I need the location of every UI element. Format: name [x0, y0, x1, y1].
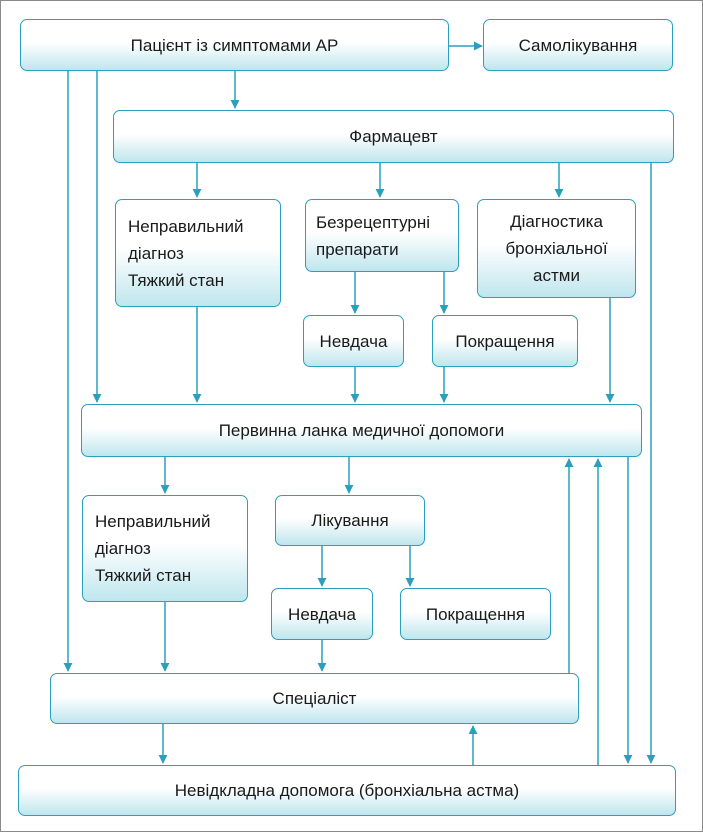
- node-primary-care-wrong-diagnosis: Неправильний діагноз Тяжкий стан: [82, 495, 248, 602]
- line-3: астми: [533, 266, 580, 285]
- line-2: препарати: [316, 239, 399, 259]
- node-primary-care-improvement-label: Покращення: [425, 604, 526, 624]
- line-1: Безрецептурні: [316, 212, 431, 232]
- line-3: Тяжкий стан: [128, 270, 225, 290]
- node-treatment-label: Лікування: [311, 511, 389, 530]
- node-primary-care: Первинна ланка медичної допомоги: [81, 404, 642, 457]
- node-asthma-diagnostics: Діагностика бронхіальної астми: [477, 199, 636, 298]
- node-emergency: Невідкладна допомога (бронхіальна астма): [18, 765, 676, 816]
- node-patient-label: Пацієнт із симптомами АР: [130, 35, 339, 55]
- node-pharmacist: Фармацевт: [113, 110, 674, 163]
- line-1: Діагностика: [510, 212, 603, 231]
- node-self-treatment: Самолікування: [483, 19, 673, 71]
- line-2: діагноз: [95, 539, 151, 558]
- node-primary-care-improvement: Покращення: [400, 588, 551, 640]
- node-specialist-label: Спеціаліст: [272, 689, 357, 708]
- node-primary-care-failure: Невдача: [271, 588, 373, 640]
- node-patient: Пацієнт із симптомами АР: [20, 19, 449, 71]
- line-3: Тяжкий стан: [95, 566, 192, 585]
- node-pharmacist-label: Фармацевт: [349, 127, 438, 146]
- line-1: Неправильний: [128, 216, 244, 236]
- node-treatment: Лікування: [275, 495, 425, 546]
- node-primary-care-failure-label: Невдача: [288, 604, 356, 624]
- line-2: діагноз: [128, 243, 184, 263]
- node-pharmacist-failure: Невдача: [303, 315, 404, 367]
- node-otc-drugs: Безрецептурні препарати: [305, 199, 459, 272]
- node-primary-care-label: Первинна ланка медичної допомоги: [218, 421, 505, 440]
- line-2: бронхіальної: [505, 239, 608, 258]
- line-1: Неправильний: [95, 512, 211, 531]
- node-specialist: Спеціаліст: [50, 673, 579, 724]
- node-emergency-label: Невідкладна допомога (бронхіальна астма): [174, 781, 520, 800]
- node-pharmacist-improvement-label: Покращення: [455, 331, 555, 351]
- node-pharmacist-improvement: Покращення: [432, 315, 578, 367]
- node-self-treatment-label: Самолікування: [518, 35, 638, 55]
- node-pharmacist-wrong-diagnosis: Неправильний діагноз Тяжкий стан: [115, 199, 281, 307]
- node-pharmacist-failure-label: Невдача: [319, 331, 388, 351]
